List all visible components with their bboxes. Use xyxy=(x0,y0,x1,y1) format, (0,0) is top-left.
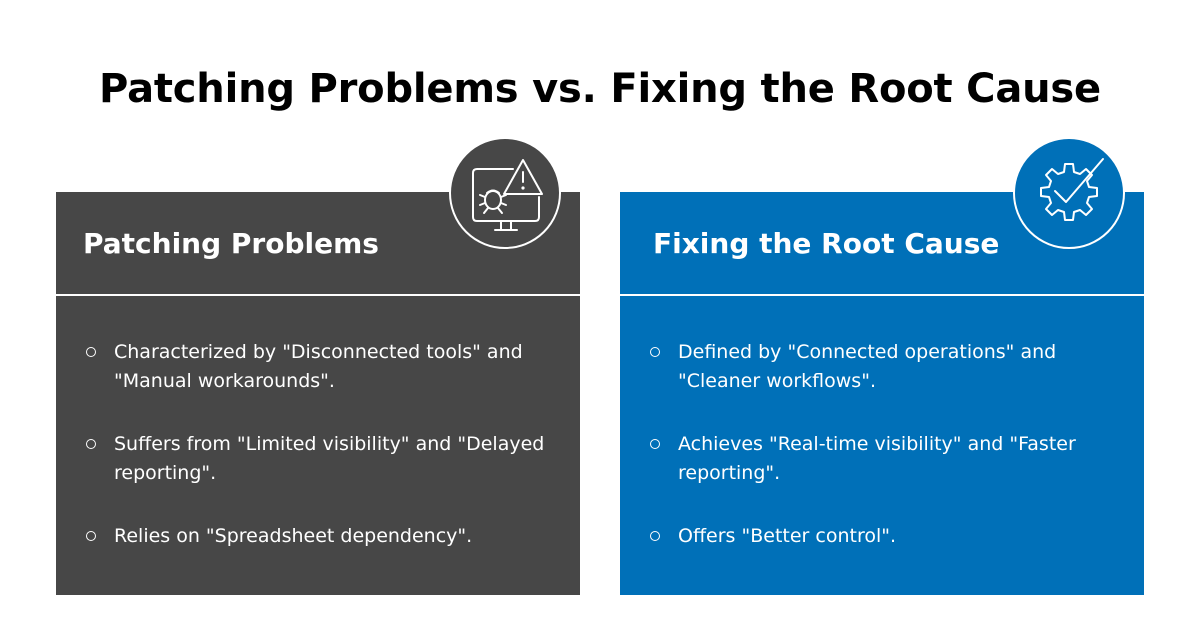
panel-heading: Patching Problems xyxy=(83,227,379,260)
fixing-root-cause-panel: Fixing the Root Cause Defined by "Connec… xyxy=(620,192,1144,595)
list-item: Suffers from "Limited visibility" and "D… xyxy=(86,430,556,488)
bullet-list: Characterized by "Disconnected tools" an… xyxy=(86,338,556,585)
list-item: Achieves "Real-time visibility" and "Fas… xyxy=(650,430,1120,488)
divider xyxy=(56,294,580,296)
list-item: Offers "Better control". xyxy=(650,522,1120,551)
bullet-circle-icon xyxy=(650,531,660,541)
list-item: Defined by "Connected operations" and "C… xyxy=(650,338,1120,396)
bullet-text: Characterized by "Disconnected tools" an… xyxy=(114,341,523,392)
divider xyxy=(620,294,1144,296)
bullet-circle-icon xyxy=(650,347,660,357)
bullet-text: Suffers from "Limited visibility" and "D… xyxy=(114,433,545,484)
bullet-list: Defined by "Connected operations" and "C… xyxy=(650,338,1120,585)
panel-header: Fixing the Root Cause xyxy=(620,192,1144,294)
panel-header: Patching Problems xyxy=(56,192,580,294)
bullet-circle-icon xyxy=(86,439,96,449)
bullet-circle-icon xyxy=(650,439,660,449)
bullet-circle-icon xyxy=(86,347,96,357)
panel-heading: Fixing the Root Cause xyxy=(653,227,1000,260)
bullet-text: Relies on "Spreadsheet dependency". xyxy=(114,525,473,547)
bullet-text: Achieves "Real-time visibility" and "Fas… xyxy=(678,433,1076,484)
root-cause-badge xyxy=(1013,137,1125,249)
monitor-bug-warning-icon xyxy=(472,159,543,231)
list-item: Relies on "Spreadsheet dependency". xyxy=(86,522,556,551)
list-item: Characterized by "Disconnected tools" an… xyxy=(86,338,556,396)
bullet-circle-icon xyxy=(86,531,96,541)
patching-badge xyxy=(449,137,561,249)
gear-checkmark-icon xyxy=(1040,158,1104,221)
patching-problems-panel: Patching Problems Characterized by "Disc… xyxy=(56,192,580,595)
bullet-text: Defined by "Connected operations" and "C… xyxy=(678,341,1057,392)
page-title: Patching Problems vs. Fixing the Root Ca… xyxy=(99,66,1101,112)
bullet-text: Offers "Better control". xyxy=(678,525,897,547)
